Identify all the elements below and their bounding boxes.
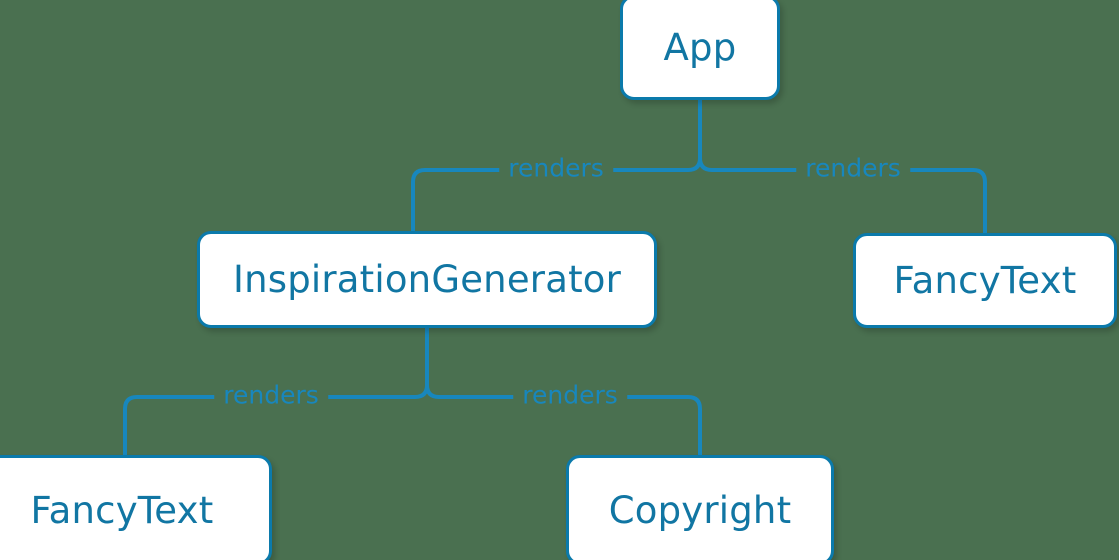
edge-label-app-fancytext-right: renders xyxy=(796,155,910,181)
node-fancytext-right-label: FancyText xyxy=(893,259,1077,302)
node-inspirationgenerator-label: InspirationGenerator xyxy=(232,258,622,301)
edge-label-inspirationgenerator-copyright: renders xyxy=(513,382,627,408)
connector-inspirationgenerator-to-copyright xyxy=(425,383,702,457)
node-fancytext-bottom-label: FancyText xyxy=(30,488,214,532)
connector-app-to-fancytext-right xyxy=(698,156,987,235)
node-app[interactable]: App xyxy=(620,0,780,100)
node-fancytext-bottom[interactable]: FancyText xyxy=(0,455,272,560)
node-inspirationgenerator[interactable]: InspirationGenerator xyxy=(197,231,657,328)
node-app-label: App xyxy=(663,26,737,69)
edge-label-inspirationgenerator-fancytext-bottom: renders xyxy=(214,382,328,408)
edge-label-app-inspirationgenerator: renders xyxy=(499,155,613,181)
connector-inspirationgenerator-to-fancytext-bottom xyxy=(123,383,429,457)
connector-app-to-inspirationgenerator xyxy=(411,156,702,233)
node-copyright-label: Copyright xyxy=(608,488,792,532)
node-fancytext-right[interactable]: FancyText xyxy=(853,233,1117,328)
node-copyright[interactable]: Copyright xyxy=(566,455,834,560)
